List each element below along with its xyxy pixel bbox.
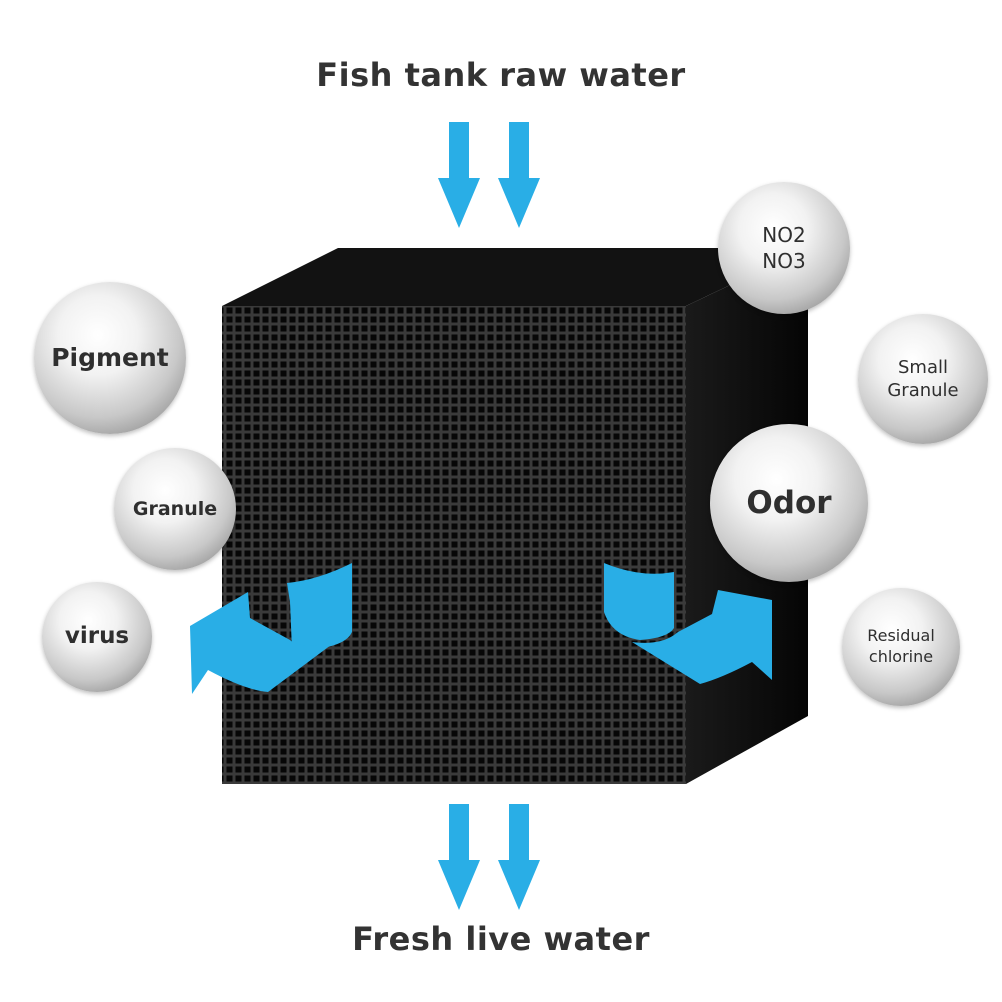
- granule-label: Granule: [132, 497, 218, 520]
- virus-ball: virus: [42, 582, 152, 692]
- chlorine-label: chlorine: [868, 647, 934, 666]
- small-granule-ball: Small Granule: [858, 314, 988, 444]
- down-arrow-icon: [438, 804, 480, 910]
- pigment-ball: Pigment: [34, 282, 186, 434]
- curved-arrow-icon: [604, 563, 674, 640]
- cube-front-face: [222, 306, 686, 784]
- curved-arrow-icon: [190, 592, 335, 694]
- odor-ball: Odor: [710, 424, 868, 582]
- title-raw-water: Fish tank raw water: [316, 56, 686, 94]
- title-fresh-water: Fresh live water: [352, 920, 650, 958]
- cube-top-face: [222, 248, 808, 306]
- down-arrow-icon: [498, 122, 540, 228]
- residual-label: Residual: [867, 626, 935, 646]
- down-arrow-icon: [498, 804, 540, 910]
- curved-arrow-icon: [287, 563, 352, 650]
- virus-label: virus: [64, 623, 130, 650]
- down-arrow-icon: [438, 122, 480, 228]
- odor-label: Odor: [746, 484, 832, 521]
- small-granule-label: Granule: [887, 380, 959, 401]
- no3-label: NO3: [762, 249, 806, 273]
- curved-arrow-icon: [632, 590, 772, 684]
- no2-no3-ball: NO2 NO3: [718, 182, 850, 314]
- no2-label: NO2: [762, 223, 806, 247]
- granule-ball: Granule: [114, 448, 236, 570]
- residual-chlorine-ball: Residual chlorine: [842, 588, 960, 706]
- small-label: Small: [898, 356, 948, 378]
- pigment-label: Pigment: [51, 342, 169, 372]
